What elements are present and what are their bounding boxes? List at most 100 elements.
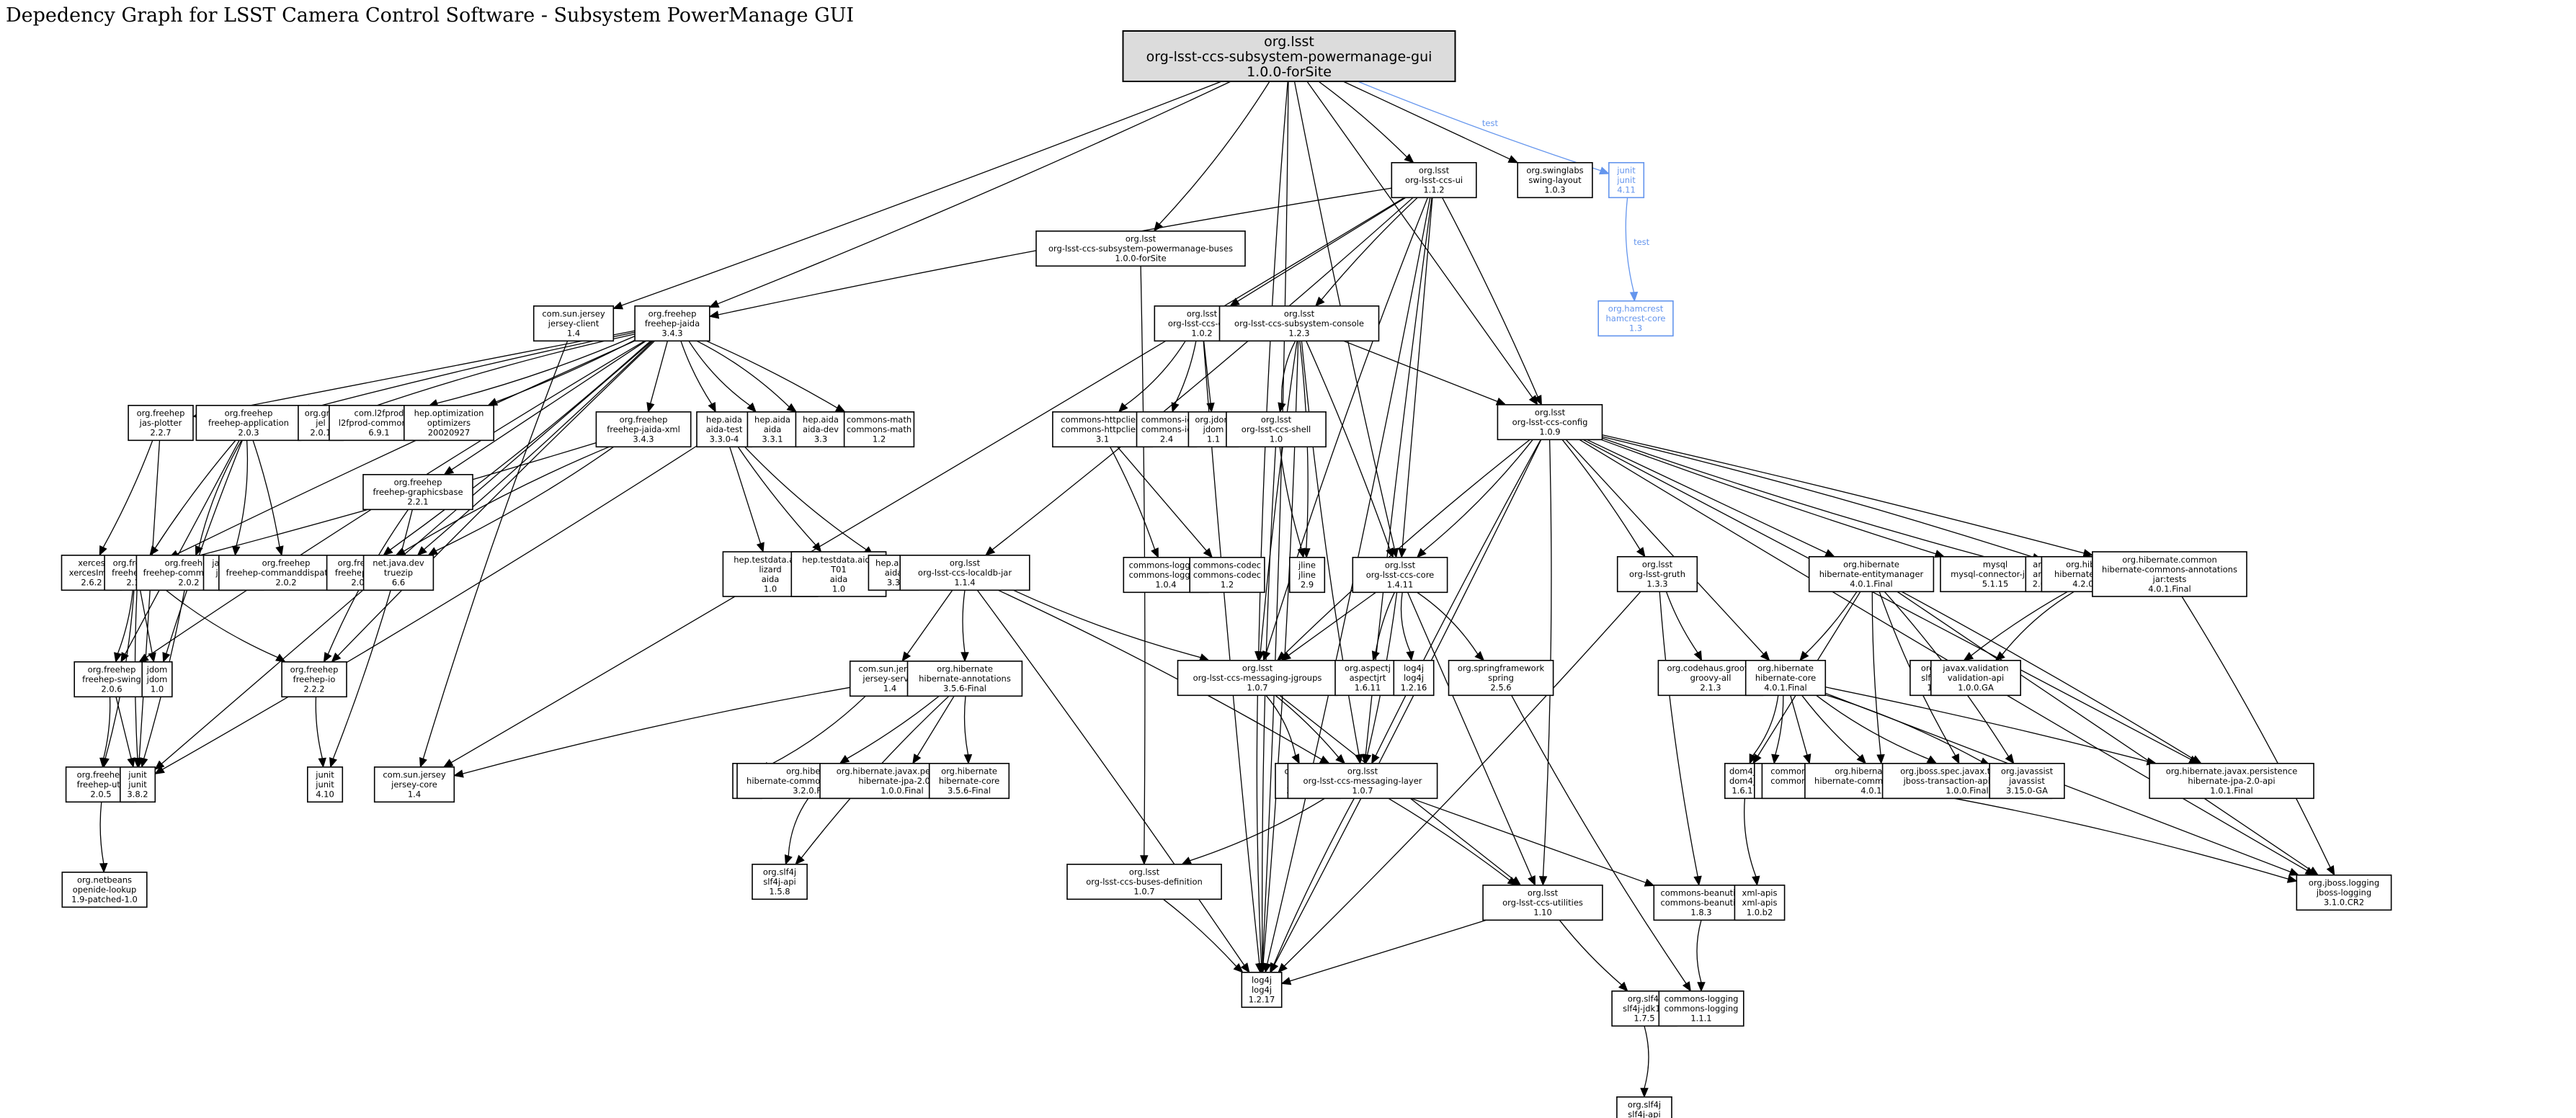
node-artifact-id: aida	[762, 574, 780, 584]
node-box	[843, 411, 915, 448]
node-group-id: org.freehep	[394, 478, 442, 488]
arrowhead-icon	[140, 757, 148, 769]
arrowhead-icon	[1118, 402, 1128, 413]
arrowhead-icon	[1771, 753, 1780, 765]
node-msglayer[interactable]: org.lsstorg-lsst-ccs-messaging-layer1.0.…	[1287, 763, 1438, 800]
edge-fhapp-to-cmddispatcher	[252, 440, 284, 557]
edge-root-to-jaida	[708, 81, 1231, 308]
node-version: 1.0.0.GA	[1958, 683, 1994, 693]
edge-jaida-to-fhapp	[300, 331, 636, 413]
node-msgjgroups[interactable]: org.lsstorg-lsst-ccs-messaging-jgroups1.…	[1177, 659, 1338, 697]
node-entitymanager[interactable]: org.hibernatehibernate-entitymanager4.0.…	[1808, 555, 1935, 593]
node-group-id: net.java.dev	[373, 558, 424, 568]
node-box	[1177, 659, 1338, 697]
arrowhead-icon	[323, 652, 332, 663]
edge-line	[1342, 81, 1510, 160]
node-group-id: com.sun.jersey	[542, 309, 605, 319]
node-artifact-id: hibernate-jpa-2.0-api	[2188, 776, 2275, 786]
edge-line	[422, 341, 569, 759]
edge-line	[1375, 592, 1395, 653]
edge-config-to-mysql	[1600, 439, 1946, 558]
edge-hibannotations-to-hibcore356	[963, 696, 973, 765]
arrowhead-icon	[120, 652, 129, 663]
node-busesdef[interactable]: org.lsstorg-lsst-ccs-buses-definition1.0…	[1066, 864, 1222, 900]
node-version: 2.6.2	[81, 578, 102, 588]
arrowhead-icon	[2326, 865, 2335, 876]
node-hibannotations[interactable]: org.hibernatehibernate-annotations3.5.6-…	[906, 660, 1023, 697]
node-artifact-id: org-lsst-ccs-subsystem-powermanage-buses	[1048, 243, 1233, 254]
node-artifact-id: org-lsst-ccs-ui	[1405, 175, 1463, 185]
edge-line	[161, 340, 653, 764]
node-artifact-id: hibernate-entitymanager	[1819, 569, 1924, 579]
node-root[interactable]: org.lsstorg-lsst-ccs-subsystem-powermana…	[1122, 30, 1456, 82]
node-box	[1616, 555, 1698, 593]
edge-validator-to-slf4j161	[1963, 591, 2068, 661]
node-group-id: org.lsst	[1347, 766, 1378, 777]
arrowhead-icon	[195, 545, 203, 556]
edge-msgjgroups-to-log4j1217	[1256, 695, 1266, 974]
arrowhead-icon	[1153, 221, 1163, 232]
edge-line	[1343, 340, 1498, 403]
node-netbeans[interactable]: org.netbeansopenide-lookup1.9-patched-1.…	[61, 872, 148, 908]
arrowhead-icon	[1404, 153, 1414, 164]
node-hcatests[interactable]: org.hibernate.commonhibernate-commons-an…	[2092, 551, 2247, 597]
node-version: 1.0.0-forSite	[1115, 254, 1166, 264]
node-buses[interactable]: org.lsstorg-lsst-ccs-subsystem-powermana…	[1035, 230, 1246, 267]
arrowhead-icon	[1280, 651, 1292, 661]
node-version: 3.8.2	[127, 790, 148, 800]
node-group-id: org.lsst	[950, 558, 981, 568]
node-console[interactable]: org.lsstorg-lsst-ccs-subsystem-console1.…	[1218, 305, 1380, 342]
edge-line	[1600, 439, 1936, 555]
node-jpa101[interactable]: org.hibernate.javax.persistencehibernate…	[2149, 763, 2314, 800]
node-group-id: com.sun.jersey	[858, 664, 922, 674]
